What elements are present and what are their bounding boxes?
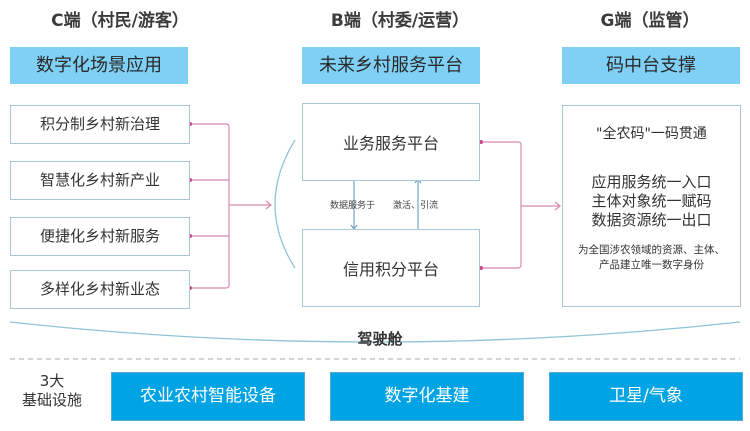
code-line-entry: 应用服务统一入口 — [591, 173, 712, 191]
code-note-line-1: 为全国涉农领域的资源、主体、 — [578, 244, 725, 256]
g-end-band: 码中台支撑 — [562, 47, 740, 84]
credit-points-platform-label: 信用积分平台 — [342, 260, 439, 279]
b-end-title: B端（村委/运营） — [330, 11, 470, 31]
code-note: 为全国涉农领域的资源、主体、 产品建立唯一数字身份 — [563, 243, 740, 273]
down-arrow-label: 数据服务于 — [330, 201, 376, 211]
g-end-title: G端（监管） — [600, 11, 700, 31]
infrastructure-label-line-1: 3大 — [39, 372, 65, 390]
code-line-assign: 主体对象统一赋码 — [591, 192, 712, 210]
infra-smart-devices: 农业农村智能设备 — [111, 372, 305, 421]
infrastructure-label-line-2: 基础设施 — [21, 391, 82, 409]
c-end-band: 数字化场景应用 — [10, 47, 188, 84]
code-headline: "全农码"一码贯通 — [596, 126, 707, 142]
code-lines: 应用服务统一入口 主体对象统一赋码 数据资源统一出口 — [563, 173, 740, 230]
cockpit-label: 驾驶舱 — [357, 330, 403, 348]
c-item-governance: 积分制乡村新治理 — [10, 105, 190, 144]
business-service-platform-label: 业务服务平台 — [342, 134, 439, 153]
c-end-title: C端（村民/游客） — [51, 11, 189, 31]
infra-satellite-weather: 卫星/气象 — [549, 372, 743, 421]
c-to-b-connector — [190, 123, 272, 289]
code-platform-box: "全农码"一码贯通 应用服务统一入口 主体对象统一赋码 数据资源统一出口 为全国… — [562, 105, 741, 307]
code-note-line-2: 产品建立唯一数字身份 — [599, 259, 704, 271]
infrastructure-label: 3大 基础设施 — [16, 372, 88, 410]
b-to-g-connector — [481, 141, 561, 269]
c-item-business: 多样化乡村新业态 — [10, 270, 190, 309]
cockpit-arc — [9, 321, 741, 343]
b-group-arc — [274, 139, 296, 269]
b-end-band: 未来乡村服务平台 — [302, 47, 480, 84]
b-connector-dots — [479, 140, 483, 270]
up-arrow-label: 激活、引流 — [393, 201, 439, 211]
c-item-service: 便捷化乡村新服务 — [10, 217, 190, 256]
c-connector-dots — [188, 122, 192, 290]
business-service-platform: 业务服务平台 — [302, 103, 480, 181]
infra-digital-construction: 数字化基建 — [330, 372, 524, 421]
c-item-industry: 智慧化乡村新产业 — [10, 161, 190, 200]
credit-points-platform: 信用积分平台 — [302, 229, 480, 307]
code-line-export: 数据资源统一出口 — [591, 211, 712, 229]
